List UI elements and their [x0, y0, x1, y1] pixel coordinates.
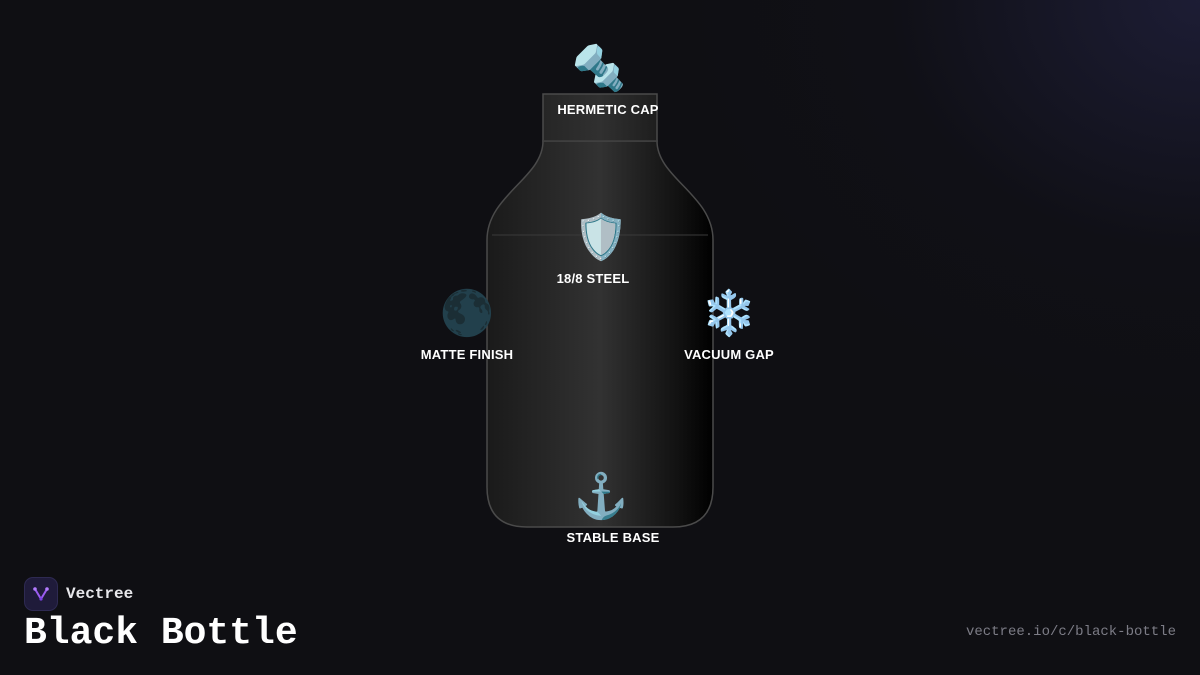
bottle-cap [542, 93, 658, 142]
feature-steel: 🛡️ 18/8 STEEL [521, 213, 681, 286]
bottle-body [486, 140, 714, 528]
brand-name: Vectree [66, 585, 134, 603]
feature-stable-base: ⚓ STABLE BASE [521, 472, 681, 545]
feature-hermetic-cap: 🔩 HERMETIC CAP [519, 44, 679, 117]
feature-label: MATTE FINISH [420, 347, 514, 362]
feature-label: 18/8 STEEL [556, 271, 630, 286]
source-url[interactable]: vectree.io/c/black-bottle [965, 624, 1176, 640]
feature-label: VACUUM GAP [684, 347, 774, 362]
shield-icon: 🛡️ [573, 213, 629, 262]
anchor-icon: ⚓ [573, 472, 629, 521]
feature-vacuum-gap: ❄️ VACUUM GAP [649, 289, 809, 362]
page-title: Black Bottle [24, 612, 298, 655]
feature-matte-finish: 🌑 MATTE FINISH [387, 289, 547, 362]
feature-label: HERMETIC CAP [557, 102, 659, 117]
vectree-logo-icon [24, 577, 58, 611]
snowflake-icon: ❄️ [701, 289, 757, 338]
bolt-icon: 🔩 [571, 44, 627, 93]
feature-label: STABLE BASE [566, 530, 660, 545]
new-moon-icon: 🌑 [439, 289, 495, 338]
brand-lockup: Vectree [24, 577, 133, 611]
